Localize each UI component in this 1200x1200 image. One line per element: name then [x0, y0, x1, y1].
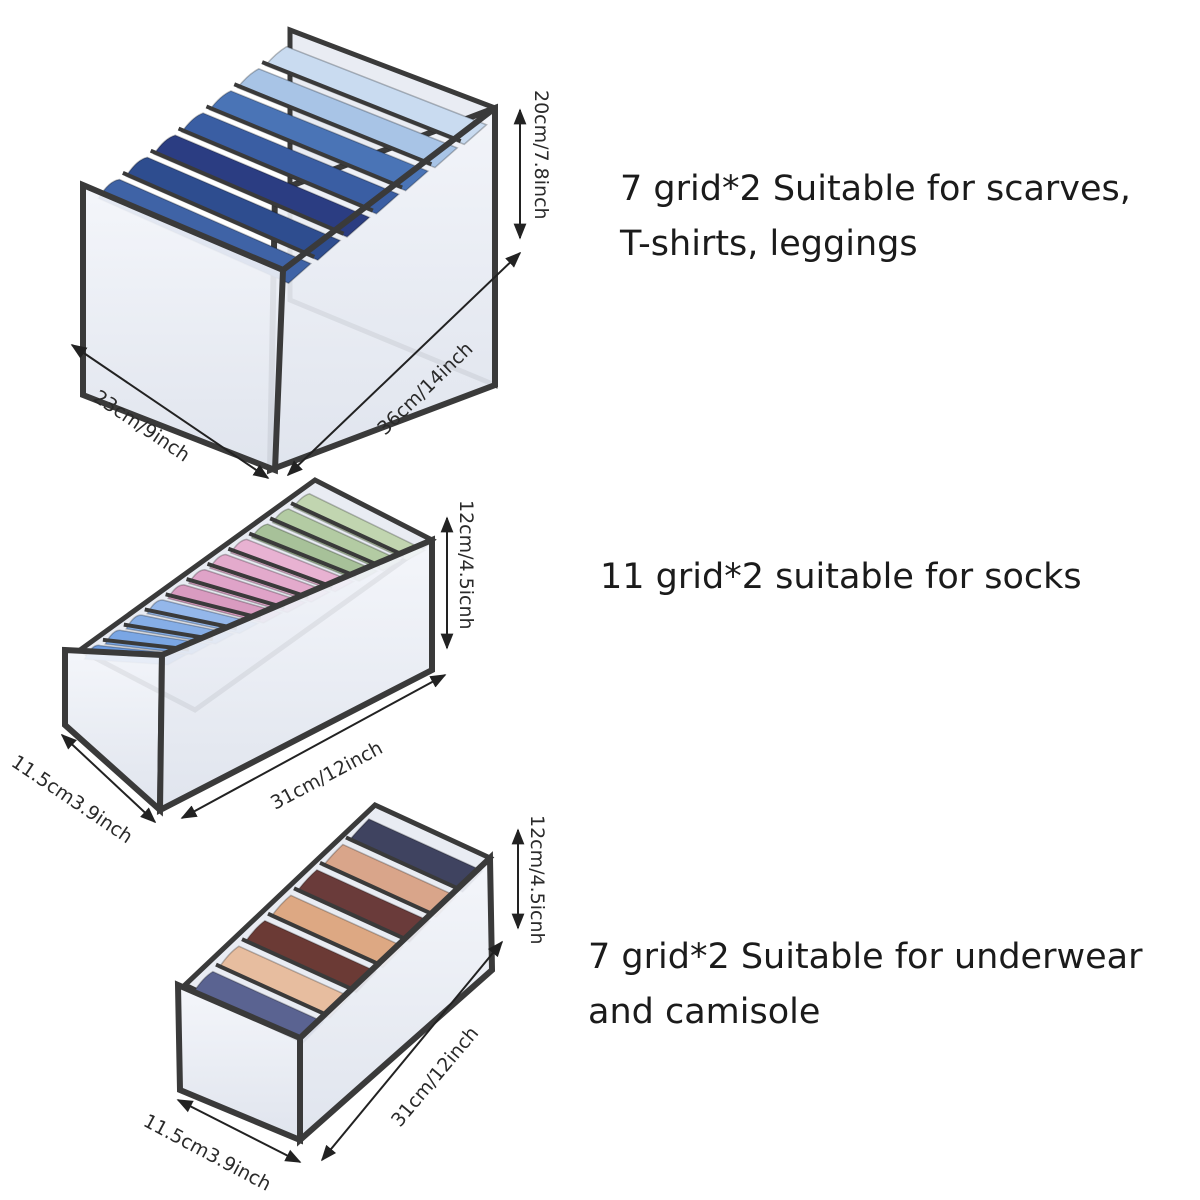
folded-item — [152, 134, 371, 238]
folded-item — [125, 156, 342, 261]
description-socks-organizer: 11 grid*2 suitable for socks — [600, 550, 1082, 605]
grid-divider — [290, 501, 405, 558]
grid-divider — [319, 861, 434, 917]
grid-divider — [165, 592, 262, 621]
height-label: 20cm/7.8inch — [530, 90, 552, 220]
grid-divider — [269, 516, 381, 568]
folded-item — [295, 869, 431, 944]
folded-item — [236, 67, 459, 169]
grid-divider — [205, 104, 403, 190]
length-arrow — [320, 940, 504, 1162]
height-label: 12cm/4.5icnh — [455, 500, 477, 630]
box-front-wall — [62, 646, 166, 817]
folded-item — [321, 843, 458, 919]
grid-dividers — [102, 501, 405, 652]
grid-divider — [215, 962, 328, 1017]
description-jeans-organizer: 7 grid*2 Suitable for scarves, T-shirts,… — [620, 162, 1131, 272]
grid-divider — [185, 577, 286, 610]
grid-divider — [206, 562, 310, 600]
organizer-underwear — [174, 802, 496, 1147]
folded-item — [180, 112, 401, 215]
description-line: and camisole — [588, 992, 821, 1032]
organizer-jeans — [80, 26, 498, 475]
grid-divider — [233, 82, 433, 167]
grid-dividers — [122, 60, 462, 259]
description-line: 7 grid*2 Suitable for scarves, — [620, 169, 1131, 209]
grid-divider — [261, 60, 462, 144]
grid-divider — [144, 607, 238, 631]
depth-arrow — [176, 1099, 302, 1163]
description-line: 11 grid*2 suitable for socks — [600, 557, 1082, 597]
depth-arrow — [60, 733, 157, 824]
grid-divider — [177, 126, 374, 213]
description-line: T-shirts, leggings — [620, 224, 918, 264]
folded-item — [192, 970, 325, 1044]
height-label: 12cm/4.5icnh — [526, 815, 548, 945]
grid-divider — [293, 886, 408, 942]
description-underwear-organizer: 7 grid*2 Suitable for underwear and cami… — [588, 930, 1142, 1040]
length-arrow — [180, 674, 447, 819]
folded-item — [264, 45, 488, 146]
grid-divider — [227, 546, 334, 589]
grid-divider — [345, 835, 461, 891]
folded-item — [208, 90, 430, 192]
grid-divider — [122, 171, 316, 259]
depth-arrow — [70, 344, 270, 479]
length-arrow — [286, 251, 522, 477]
grid-divider — [149, 148, 345, 236]
description-line: 7 grid*2 Suitable for underwear — [588, 937, 1143, 977]
folded-item — [347, 818, 485, 894]
grid-divider — [248, 531, 358, 579]
